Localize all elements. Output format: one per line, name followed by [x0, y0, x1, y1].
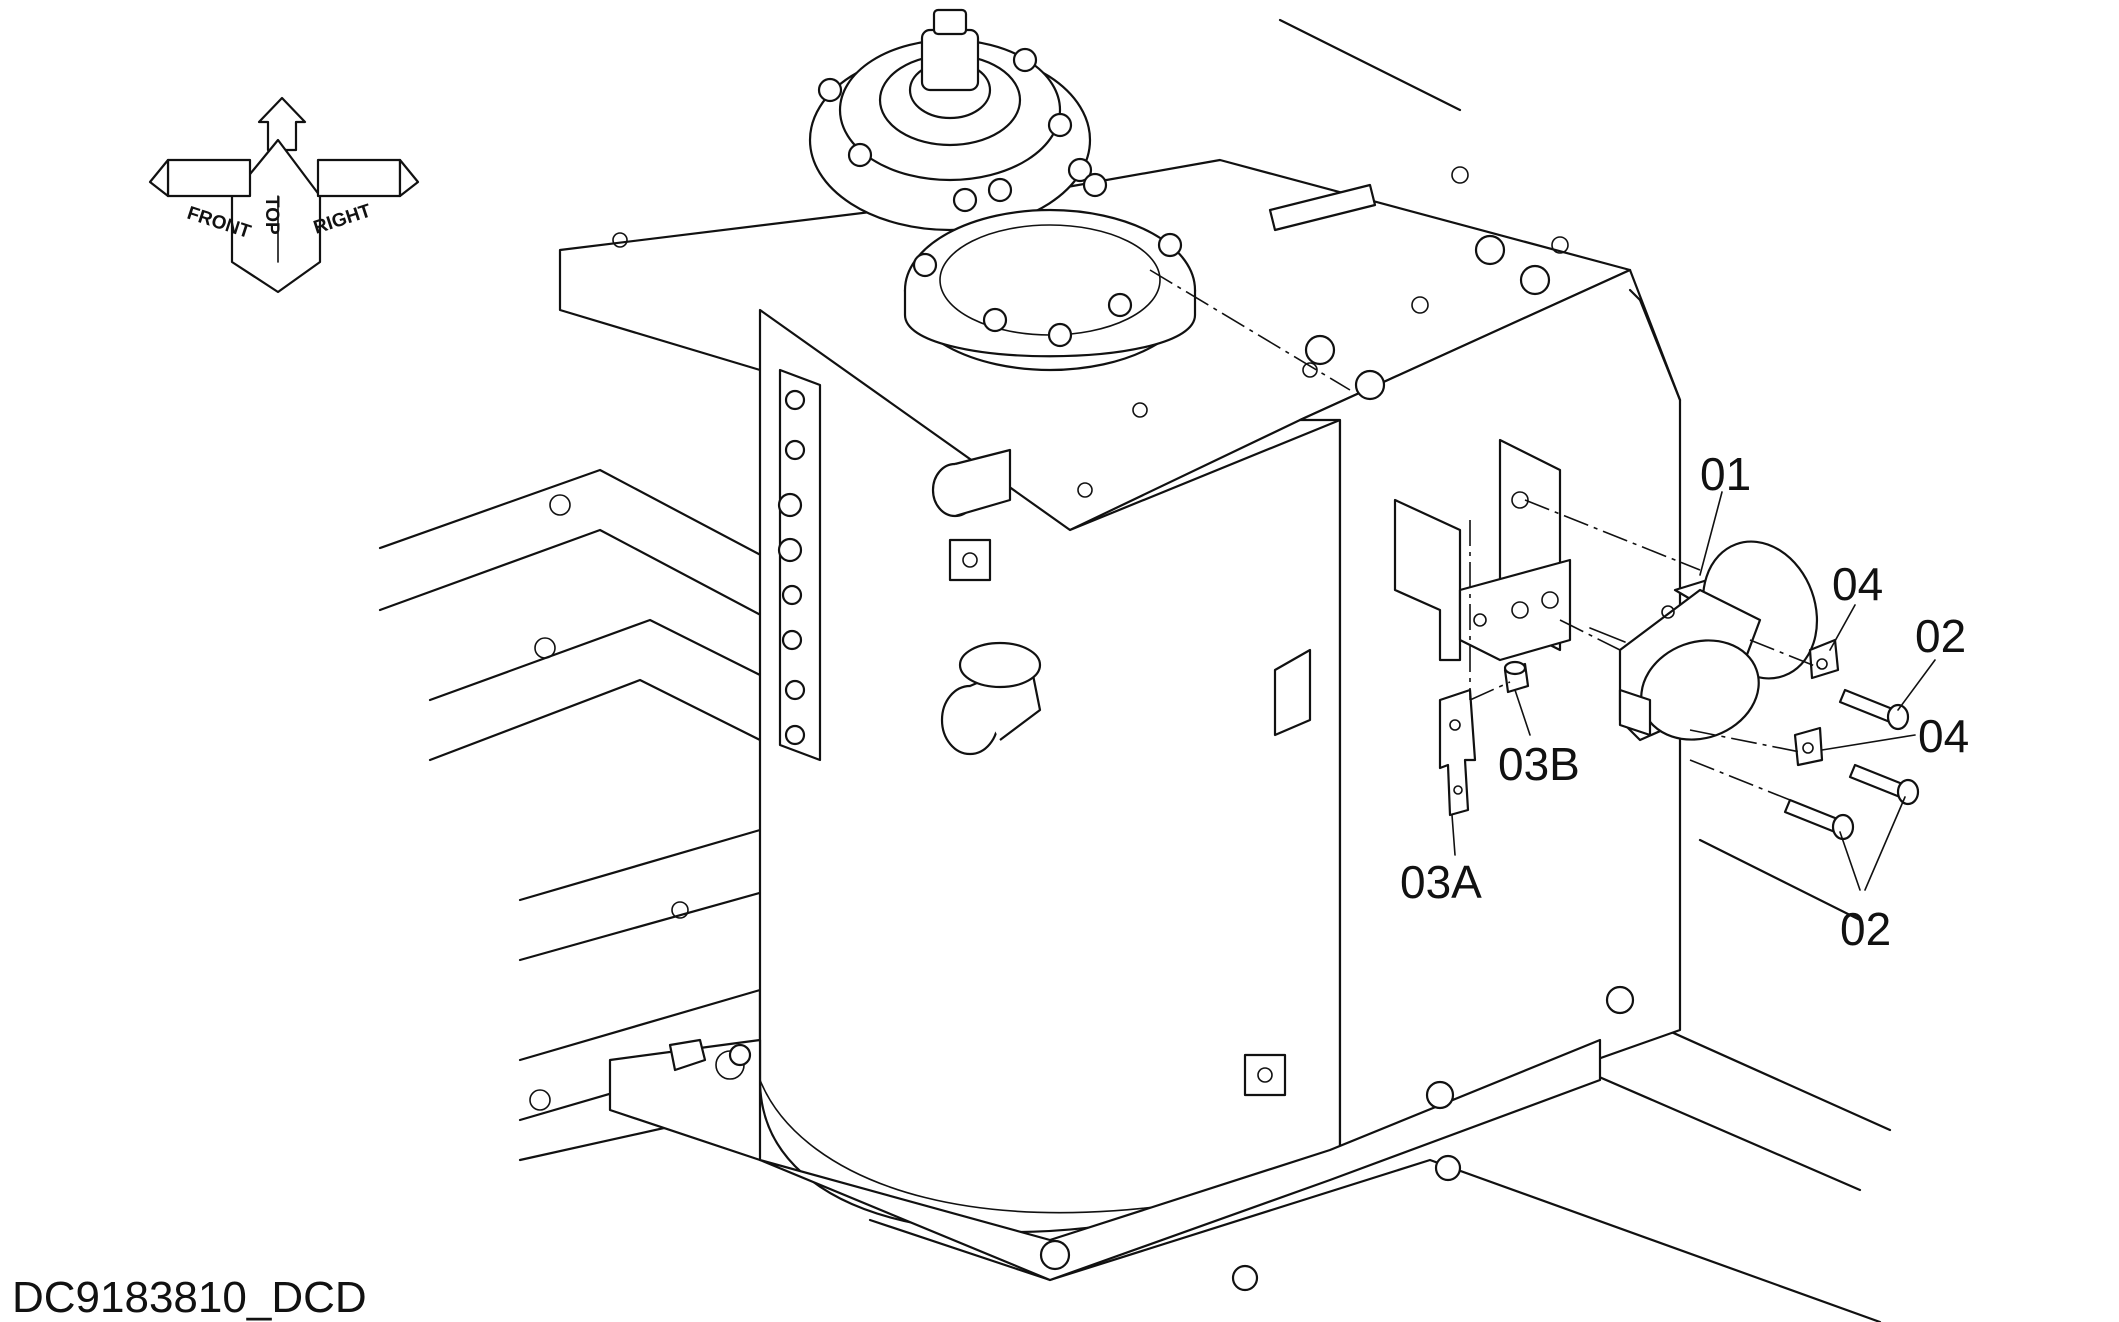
mounting-bracket — [1393, 438, 1572, 662]
leader-lines — [1451, 491, 1936, 891]
callout-04-upper: 04 — [1832, 558, 1883, 610]
tank-fittings — [668, 448, 1312, 1097]
top-label: TOP — [261, 196, 282, 235]
assembly-lines — [1149, 269, 1821, 801]
callout-01: 01 — [1700, 448, 1751, 500]
sensor-assembly — [1589, 540, 1819, 742]
callout-03A: 03A — [1400, 856, 1482, 908]
drawing-code: DC9183810_DCD — [12, 1273, 367, 1322]
bolt-strip — [777, 368, 822, 762]
top-covers — [808, 8, 1197, 372]
orientation-indicator: FRONT TOP RIGHT — [148, 96, 420, 294]
callout-02-lower: 02 — [1840, 903, 1891, 955]
bolts — [1783, 688, 1920, 841]
callout-03B: 03B — [1498, 738, 1580, 790]
bracket-03 — [1438, 660, 1530, 817]
callout-02-upper: 02 — [1915, 610, 1966, 662]
callout-04-lower: 04 — [1918, 710, 1969, 762]
callout-labels: 01 04 02 04 03B 03A 02 — [1400, 448, 1969, 955]
